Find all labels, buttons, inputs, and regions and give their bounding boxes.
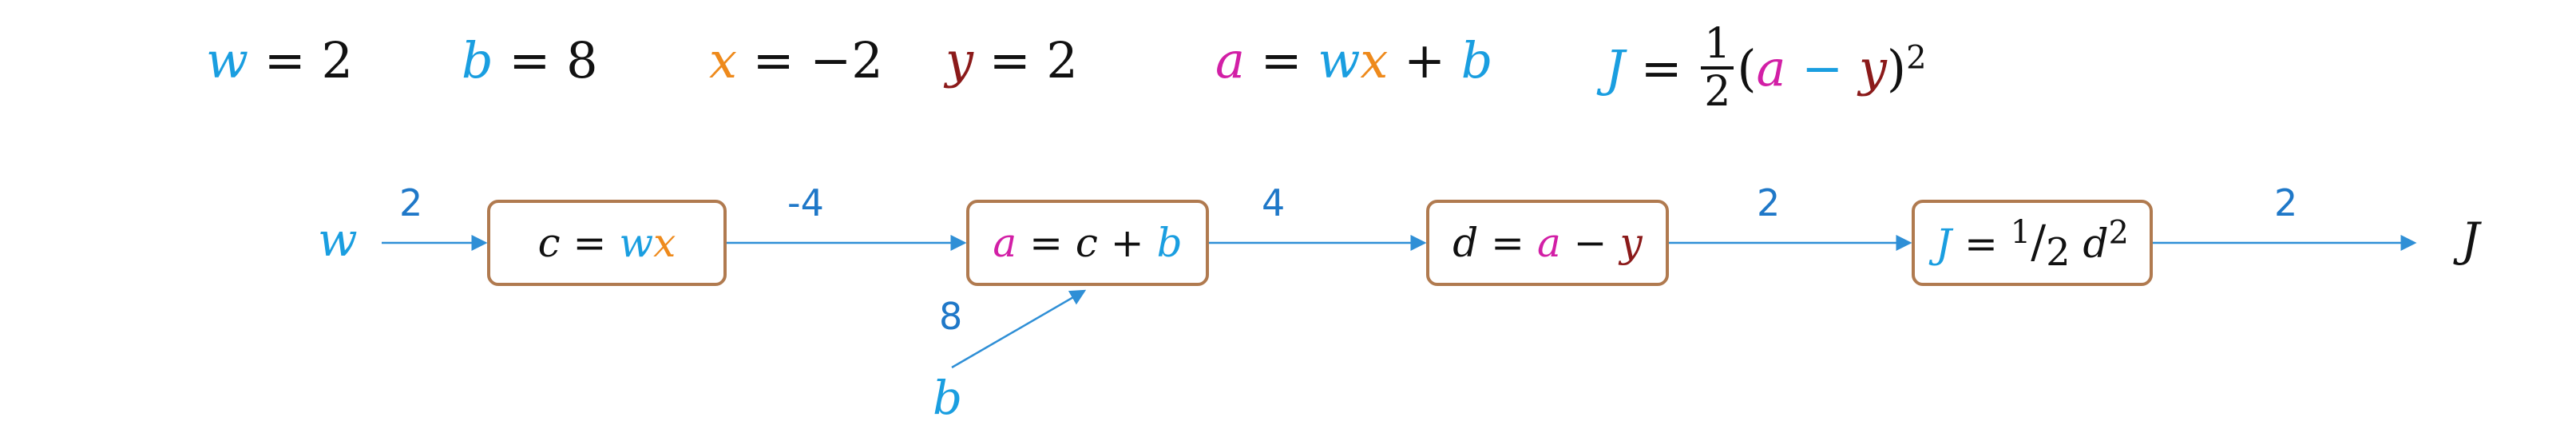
node-a-plus: + — [1097, 220, 1157, 266]
value-w: = 2 — [248, 31, 353, 89]
node-d-equals-a-minus-y: d = a − y — [1426, 200, 1669, 286]
node-a-term-b: b — [1156, 220, 1183, 266]
node-J-denominator: 2 — [2046, 230, 2071, 275]
edge-label-c-to-a: -4 — [787, 181, 824, 224]
var-b: b — [462, 31, 493, 89]
node-a-equals: = — [1017, 220, 1076, 266]
node-c-equals: = — [560, 220, 620, 266]
fraction-numerator: 1 — [1701, 22, 1734, 70]
node-J-var-d: d — [2070, 220, 2109, 267]
value-b: = 8 — [493, 31, 598, 89]
node-J-lhs: J — [1936, 220, 1952, 267]
node-J-exponent: 2 — [2108, 214, 2129, 252]
eq-a-plus: + — [1388, 31, 1461, 89]
node-d-term-y: y — [1619, 220, 1643, 266]
node-c-lhs: c — [537, 220, 561, 266]
fraction-denominator: 2 — [1704, 67, 1731, 116]
edge-label-b-to-a: 8 — [939, 295, 963, 338]
eq-a-term-x: x — [1360, 31, 1389, 89]
node-d-equals: = — [1478, 220, 1537, 266]
var-w: w — [206, 31, 249, 89]
equation-x: x = −2 — [709, 29, 883, 93]
edge-label-a-to-d: 4 — [1262, 181, 1286, 224]
edge-label-d-to-J: 2 — [1757, 181, 1781, 224]
eq-a-equals: = — [1244, 31, 1318, 89]
node-c-equals-wx: c = wx — [487, 200, 727, 286]
eq-J-minus: − — [1785, 39, 1859, 97]
node-d-lhs: d — [1452, 220, 1479, 266]
eq-J-equals: = — [1624, 39, 1698, 97]
var-y: y — [945, 31, 974, 89]
eq-a-lhs: a — [1215, 31, 1245, 89]
node-J-numerator: 1 — [2010, 214, 2031, 251]
value-y: = 2 — [973, 31, 1078, 89]
node-a-lhs: a — [993, 220, 1017, 266]
equation-w: w = 2 — [206, 29, 353, 93]
edge-label-w-to-c: 2 — [399, 181, 423, 224]
node-J-slash: / — [2031, 216, 2047, 268]
eq-J-lhs: J — [1605, 39, 1625, 97]
equation-y: y = 2 — [945, 29, 1078, 93]
eq-J-open-paren: ( — [1737, 39, 1757, 97]
value-x: = −2 — [736, 31, 883, 89]
node-a-term-c: c — [1075, 220, 1098, 266]
eq-J-term-y: y — [1858, 39, 1887, 97]
eq-a-term-b: b — [1460, 31, 1493, 89]
eq-J-term-a: a — [1756, 39, 1786, 97]
node-J-equals: = — [1952, 220, 2011, 267]
edge-b-to-a — [951, 289, 1087, 369]
eq-a-term-w: w — [1318, 31, 1361, 89]
node-a-equals-c-plus-b: a = c + b — [966, 200, 1209, 286]
node-c-term-w: w — [619, 220, 654, 266]
var-x: x — [709, 31, 737, 89]
graph-input-w: w — [318, 212, 358, 267]
eq-J-close-paren: ) — [1886, 39, 1907, 97]
node-d-minus: − — [1560, 220, 1620, 266]
graph-input-b: b — [933, 371, 963, 425]
node-c-term-x: x — [653, 220, 676, 266]
eq-J-exponent: 2 — [1906, 39, 1927, 77]
equation-a-definition: a = wx + b — [1215, 29, 1492, 93]
node-J-equals-half-d-squared: J = 1/2 d2 — [1912, 200, 2153, 286]
graph-output-J: J — [2461, 212, 2480, 267]
node-d-term-a: a — [1536, 220, 1561, 266]
equation-b: b = 8 — [462, 29, 598, 93]
edge-label-J-to-output: 2 — [2274, 181, 2298, 224]
